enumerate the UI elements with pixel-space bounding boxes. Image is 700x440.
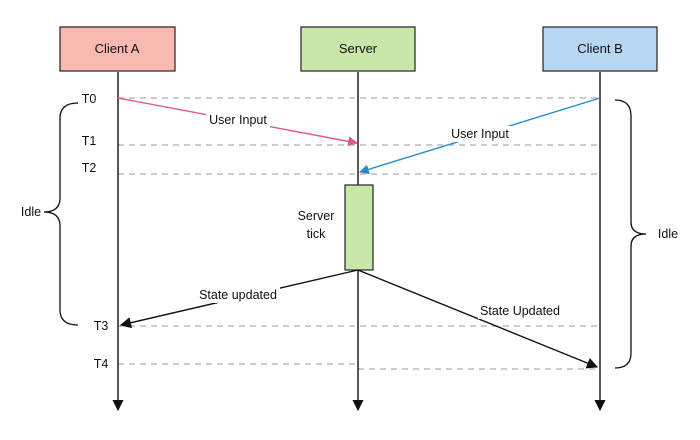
timing-lines: [118, 97, 600, 370]
server-tick-label-line2: tick: [307, 227, 327, 241]
server-box: Server: [300, 26, 416, 72]
left-idle-label: Idle: [21, 205, 41, 219]
server-label: Server: [339, 41, 378, 56]
t1-mark: T1: [82, 134, 97, 148]
server-tick-activation: [344, 184, 374, 271]
user-input-b-label: User Input: [451, 127, 509, 141]
t3-mark: T3: [94, 319, 109, 333]
state-updated-a-label: State updated: [199, 288, 277, 302]
client-a-label: Client A: [95, 41, 140, 56]
client-b-label: Client B: [577, 41, 623, 56]
t0-mark: T0: [82, 92, 97, 106]
left-idle-brace: [43, 102, 79, 326]
server-tick-label-line1: Server: [298, 209, 335, 223]
t4-mark: T4: [94, 357, 109, 371]
user-input-a-label: User Input: [209, 113, 267, 127]
t2-mark: T2: [82, 161, 97, 175]
client-a-box: Client A: [59, 26, 176, 72]
right-idle-label: Idle: [658, 227, 678, 241]
client-b-box: Client B: [542, 26, 658, 72]
state-updated-b-arrow: [357, 269, 599, 369]
right-idle-brace: [614, 99, 647, 369]
state-updated-b-label: State Updated: [480, 304, 560, 318]
